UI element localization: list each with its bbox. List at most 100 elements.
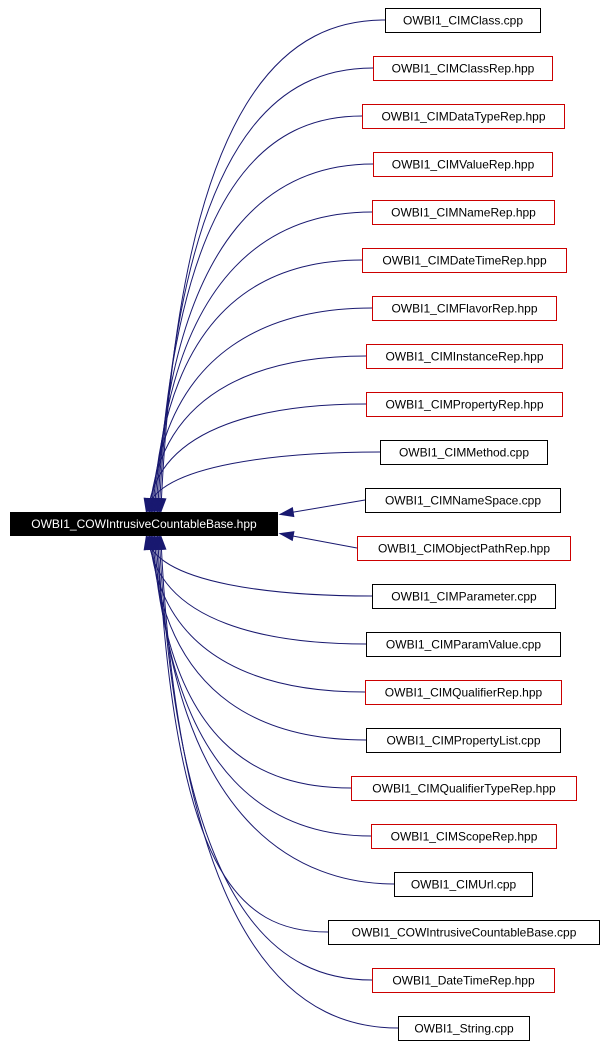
file-node-box — [366, 392, 563, 417]
file-node[interactable]: OWBI1_CIMParameter.cpp — [372, 584, 556, 609]
file-node[interactable]: OWBI1_CIMClass.cpp — [385, 8, 541, 33]
edge-line — [160, 535, 399, 1029]
edge-line — [147, 403, 367, 513]
edge-line — [145, 535, 373, 597]
file-node[interactable]: OWBI1_COWIntrusiveCountableBase.cpp — [328, 920, 600, 945]
dependency-edge — [143, 534, 373, 597]
dependency-edge — [151, 534, 395, 885]
file-node-label: OWBI1_CIMNameSpace.cpp — [385, 494, 541, 508]
file-node-box — [372, 968, 555, 993]
nodes-group: OWBI1_CIMClass.cppOWBI1_CIMClassRep.hppO… — [328, 8, 600, 1041]
file-node[interactable]: OWBI1_CIMFlavorRep.hpp — [372, 296, 557, 321]
dependency-edge — [148, 534, 352, 789]
dependency-edge — [154, 534, 373, 981]
dependency-edge — [145, 534, 366, 693]
edge-line — [279, 499, 366, 515]
dependency-edge — [156, 534, 399, 1029]
file-node[interactable]: OWBI1_CIMPropertyRep.hpp — [366, 392, 563, 417]
file-node-box — [362, 248, 567, 273]
file-node[interactable]: OWBI1_CIMParamValue.cpp — [366, 632, 561, 657]
edge-line — [147, 535, 367, 645]
file-node-label: OWBI1_CIMPropertyList.cpp — [386, 734, 540, 748]
file-node-box — [373, 152, 553, 177]
file-node[interactable]: OWBI1_CIMNameSpace.cpp — [365, 488, 561, 513]
file-node-label: OWBI1_CIMNameRep.hpp — [391, 206, 536, 220]
dependency-edge — [148, 259, 363, 514]
dependency-edge — [151, 163, 374, 514]
file-node-box — [366, 344, 563, 369]
file-node-label: OWBI1_CIMScopeRep.hpp — [391, 830, 538, 844]
file-node-box — [365, 680, 562, 705]
edge-line — [150, 535, 367, 741]
edge-line — [157, 115, 363, 513]
file-node-box — [380, 440, 548, 465]
file-node-box — [373, 56, 553, 81]
edge-line — [152, 259, 363, 513]
file-node-box — [398, 1016, 530, 1041]
edge-line — [157, 535, 329, 933]
file-node-box — [328, 920, 600, 945]
file-node-box — [351, 776, 577, 801]
edge-line — [155, 163, 374, 513]
edge-arrowhead — [143, 497, 154, 514]
edge-line — [155, 535, 395, 885]
edge-line — [149, 355, 367, 513]
file-node-box — [394, 872, 533, 897]
file-node-box — [372, 584, 556, 609]
dependency-edge — [143, 451, 381, 514]
dependency-edge — [147, 534, 367, 741]
file-node[interactable]: OWBI1_CIMDateTimeRep.hpp — [362, 248, 567, 273]
file-node-box — [371, 824, 557, 849]
file-node[interactable]: OWBI1_String.cpp — [398, 1016, 530, 1041]
file-node-label: OWBI1_CIMFlavorRep.hpp — [391, 302, 537, 316]
file-node-label: OWBI1_CIMParamValue.cpp — [386, 638, 541, 652]
edges-group — [143, 19, 399, 1029]
file-node[interactable]: OWBI1_CIMNameRep.hpp — [372, 200, 555, 225]
file-node[interactable]: OWBI1_CIMValueRep.hpp — [373, 152, 553, 177]
file-node-label: OWBI1_CIMPropertyRep.hpp — [385, 398, 543, 412]
dependency-edge — [144, 534, 367, 645]
file-node[interactable]: OWBI1_CIMScopeRep.hpp — [371, 824, 557, 849]
file-node-label: OWBI1_CIMObjectPathRep.hpp — [378, 542, 550, 556]
edge-line — [145, 451, 381, 513]
dependency-edge — [150, 534, 372, 837]
dependency-edge — [144, 403, 367, 514]
file-node-label: OWBI1_CIMQualifierTypeRep.hpp — [372, 782, 556, 796]
file-node-label: OWBI1_COWIntrusiveCountableBase.cpp — [352, 926, 577, 940]
file-node-label: OWBI1_String.cpp — [414, 1022, 514, 1036]
file-node[interactable]: OWBI1_CIMUrl.cpp — [394, 872, 533, 897]
dependency-edge — [278, 499, 366, 518]
root-node-label: OWBI1_COWIntrusiveCountableBase.hpp — [31, 517, 257, 531]
file-node-box — [365, 488, 561, 513]
file-node[interactable]: OWBI1_CIMDataTypeRep.hpp — [362, 104, 565, 129]
file-node[interactable]: OWBI1_CIMInstanceRep.hpp — [366, 344, 563, 369]
file-node-label: OWBI1_CIMClassRep.hpp — [392, 62, 535, 76]
file-node-box — [366, 632, 561, 657]
file-node[interactable]: OWBI1_CIMQualifierRep.hpp — [365, 680, 562, 705]
file-node-label: OWBI1_CIMDataTypeRep.hpp — [381, 110, 545, 124]
file-node[interactable]: OWBI1_CIMMethod.cpp — [380, 440, 548, 465]
file-node-label: OWBI1_CIMClass.cpp — [403, 14, 523, 28]
file-node-label: OWBI1_CIMValueRep.hpp — [392, 158, 535, 172]
file-node-box — [385, 8, 541, 33]
root-node[interactable]: OWBI1_COWIntrusiveCountableBase.hpp — [10, 512, 278, 536]
dependency-edge — [278, 531, 358, 549]
file-node[interactable]: OWBI1_CIMQualifierTypeRep.hpp — [351, 776, 577, 801]
file-node[interactable]: OWBI1_CIMPropertyList.cpp — [366, 728, 561, 753]
edge-line — [152, 535, 352, 789]
file-node[interactable]: OWBI1_CIMObjectPathRep.hpp — [357, 536, 571, 561]
edge-arrowhead — [156, 534, 167, 551]
edge-line — [160, 19, 386, 513]
file-node-label: OWBI1_CIMDateTimeRep.hpp — [382, 254, 547, 268]
dependency-edge — [147, 307, 373, 514]
file-node-label: OWBI1_CIMParameter.cpp — [391, 590, 537, 604]
root-node-box — [10, 512, 278, 536]
file-node-box — [357, 536, 571, 561]
edge-line — [149, 535, 366, 693]
file-node-label: OWBI1_CIMUrl.cpp — [411, 878, 517, 892]
file-node-label: OWBI1_CIMInstanceRep.hpp — [385, 350, 543, 364]
file-node-label: OWBI1_DateTimeRep.hpp — [392, 974, 535, 988]
file-node[interactable]: OWBI1_DateTimeRep.hpp — [372, 968, 555, 993]
edge-line — [150, 307, 373, 513]
file-node[interactable]: OWBI1_CIMClassRep.hpp — [373, 56, 553, 81]
